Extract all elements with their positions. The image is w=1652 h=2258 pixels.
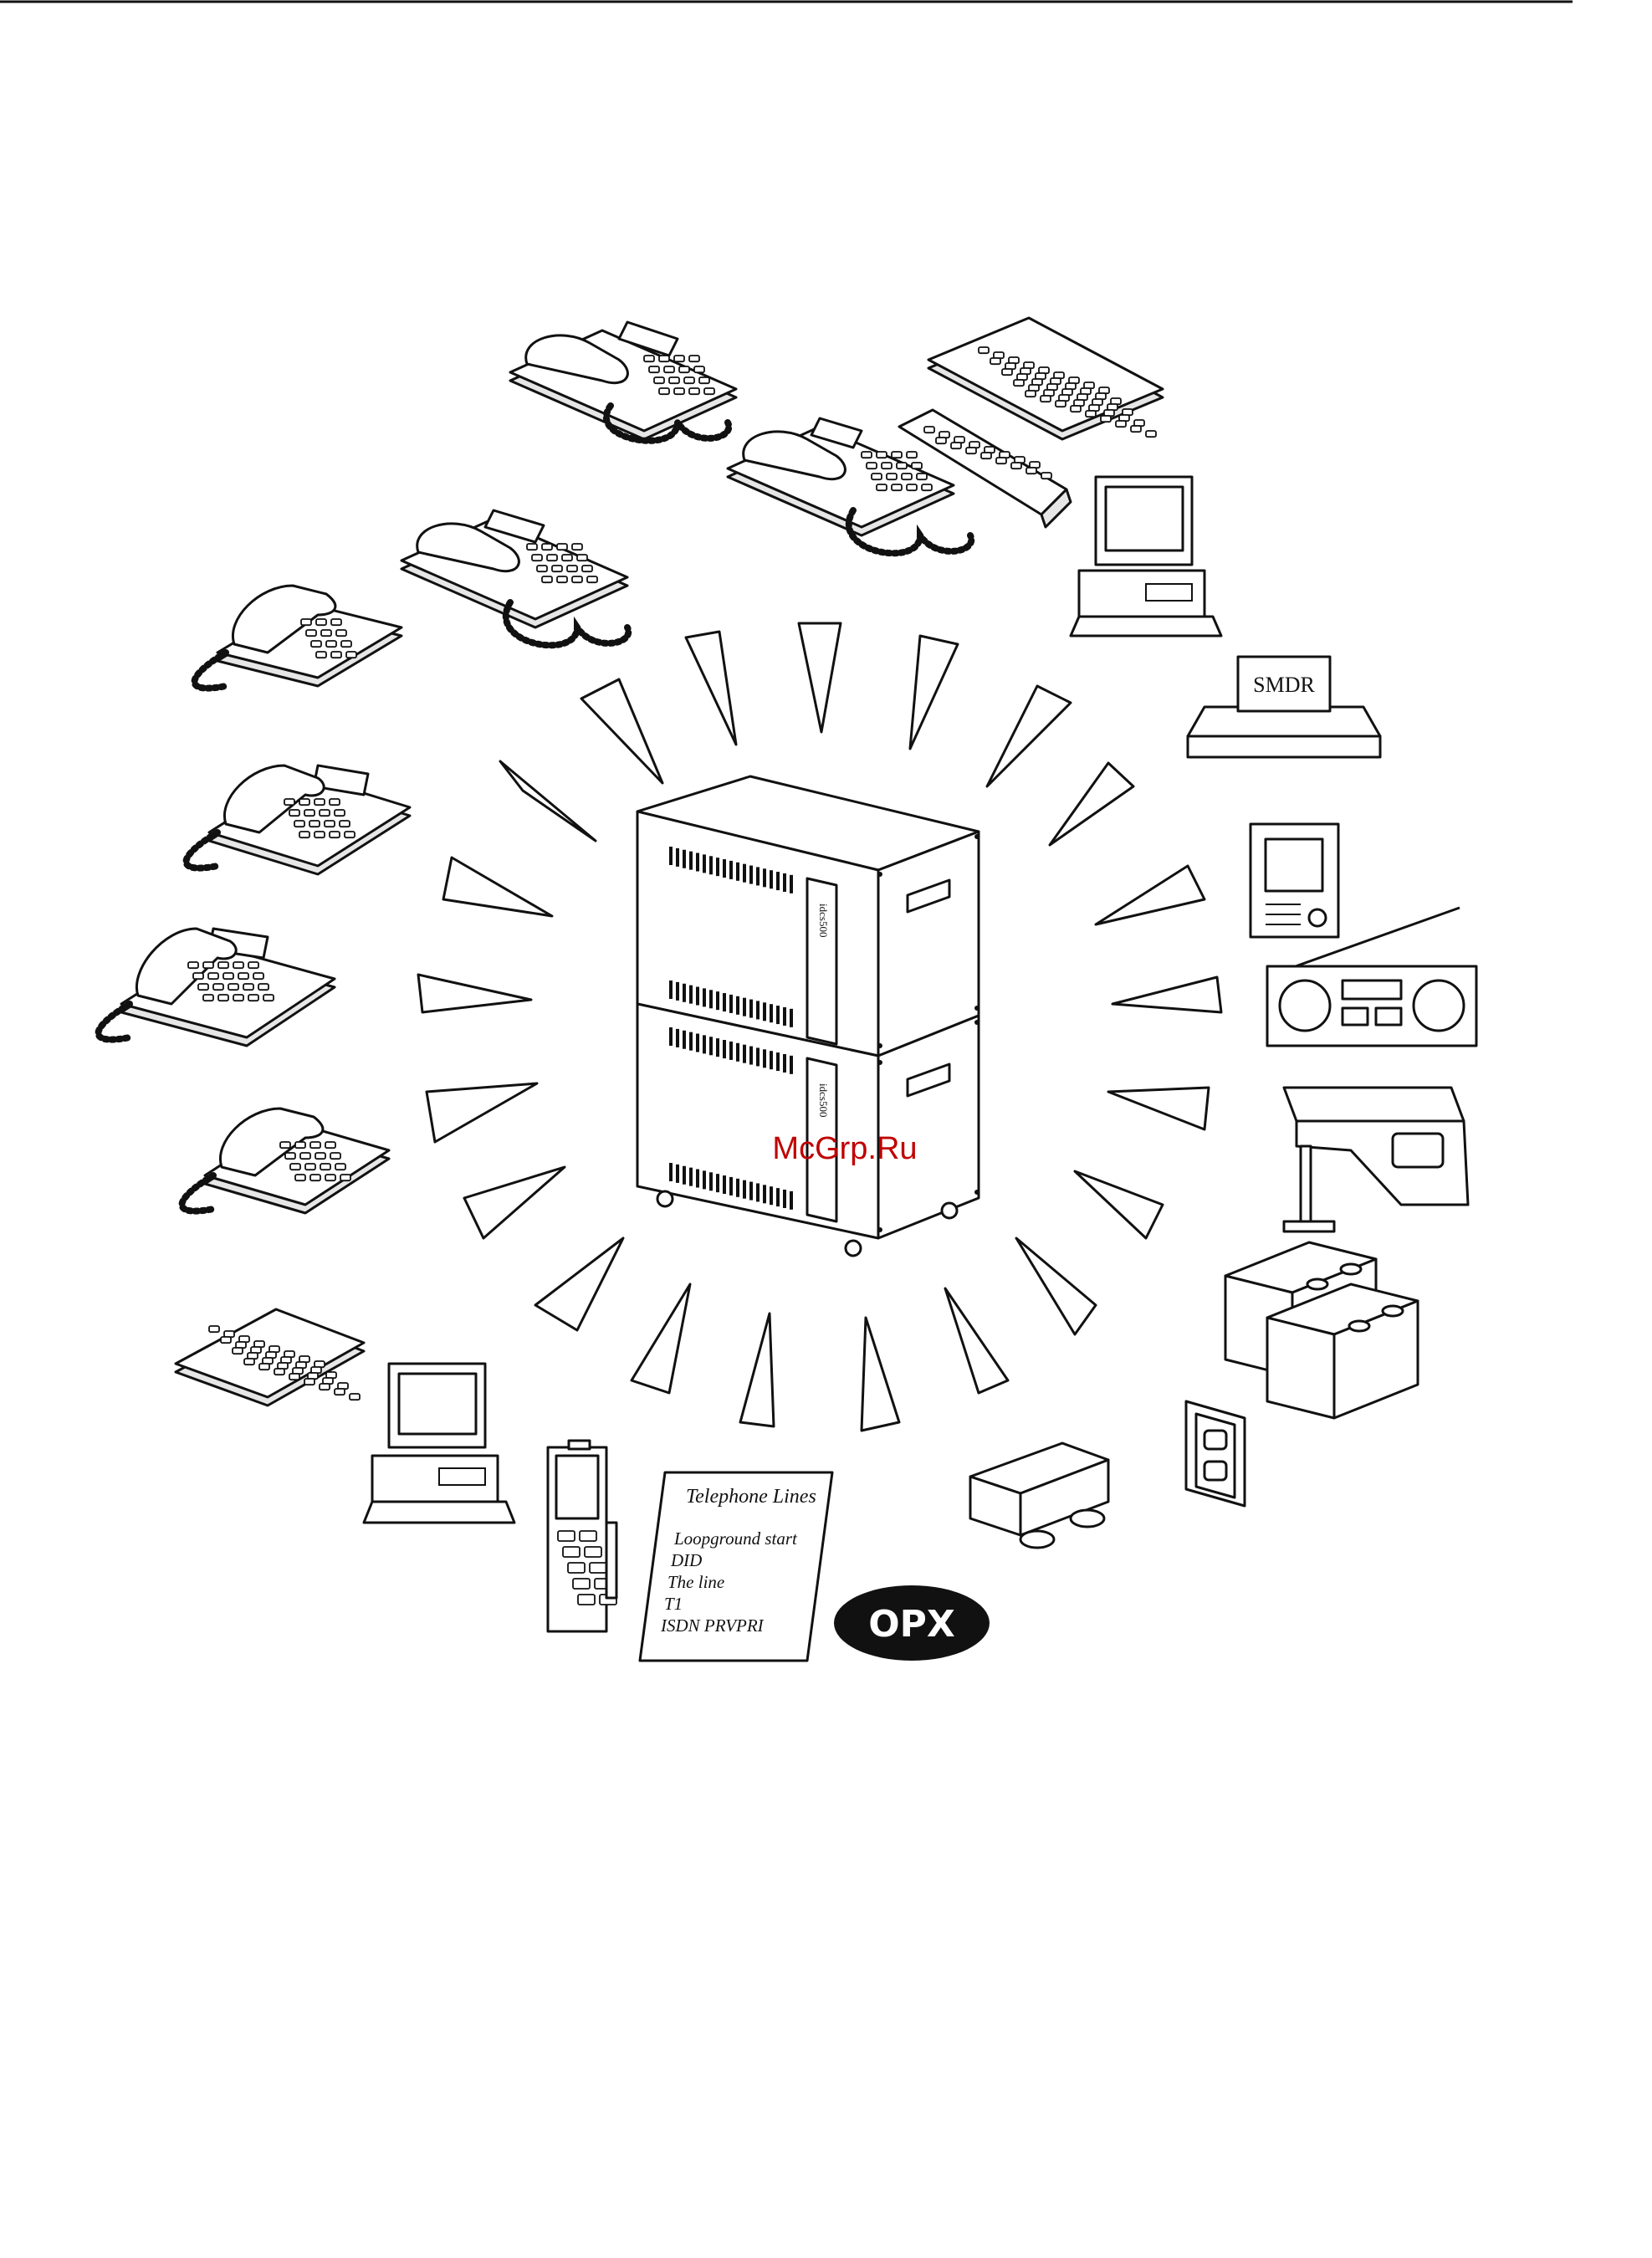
- key-telephone-icon: [195, 586, 402, 689]
- digital-telephone-icon: [187, 765, 411, 874]
- digital-telephone-icon: [401, 510, 628, 645]
- telephone-lines-item: T1: [664, 1594, 683, 1614]
- connection-wedge: [443, 858, 552, 916]
- connection-wedge: [945, 1288, 1008, 1393]
- telephone-lines-item: The line: [667, 1572, 724, 1592]
- dss-console-icon: [176, 1309, 364, 1405]
- smdr-label: SMDR: [1253, 673, 1315, 697]
- connection-wedge: [418, 975, 531, 1012]
- connection-wedge: [1016, 1238, 1096, 1334]
- digital-telephone-icon: [99, 929, 335, 1046]
- telephone-lines-title: Telephone Lines: [686, 1486, 816, 1508]
- connection-wedge: [987, 686, 1071, 786]
- connection-wedge: [1050, 763, 1133, 845]
- connection-wedge: [910, 636, 958, 749]
- opx-badge: OPX: [834, 1585, 990, 1661]
- paging-horn-icon: [1284, 1088, 1468, 1231]
- power-outlet-icon: [1186, 1401, 1245, 1506]
- watermark: McGrp.Ru: [772, 1131, 917, 1166]
- connection-wedge: [535, 1238, 623, 1330]
- cabinet-model-label-upper: idcs500: [817, 904, 830, 937]
- telephone-lines-item: DID: [670, 1550, 702, 1570]
- door-phone-icon: [1251, 824, 1338, 937]
- wireless-handset-icon: [548, 1441, 616, 1631]
- connection-wedge: [1096, 866, 1204, 924]
- computer-icon: [1071, 477, 1221, 636]
- connection-wedge: [427, 1083, 537, 1142]
- telephone-lines-item: Loopground start: [673, 1528, 798, 1549]
- key-telephone-icon: [182, 1109, 390, 1213]
- pbx-cabinet-icon: idcs500 idcs500: [637, 776, 979, 1256]
- smdr-printer-icon: SMDR: [1188, 657, 1380, 757]
- digital-telephone-icon: [510, 322, 736, 441]
- connection-wedge: [632, 1284, 690, 1393]
- dss-console-icon: [928, 318, 1163, 439]
- battery-icon: [1225, 1242, 1418, 1418]
- connection-wedge: [740, 1313, 774, 1426]
- telephone-lines-sheet: Telephone Lines Loopground start DID The…: [640, 1472, 832, 1661]
- connection-wedge: [1075, 1171, 1163, 1238]
- connection-wedge: [862, 1318, 899, 1431]
- connection-wedge: [581, 679, 662, 783]
- connection-wedge: [464, 1167, 565, 1238]
- camera-icon: [970, 1443, 1108, 1548]
- computer-icon: [364, 1364, 514, 1523]
- cabinet-model-label-lower: idcs500: [817, 1083, 830, 1117]
- connection-wedge: [500, 761, 596, 841]
- telephone-lines-item: ISDN PRVPRI: [660, 1615, 765, 1636]
- connection-wedge: [1108, 1088, 1209, 1129]
- connection-wedge: [799, 623, 841, 732]
- connection-wedge: [1112, 977, 1221, 1012]
- opx-label: OPX: [868, 1603, 955, 1646]
- connection-wedge: [686, 632, 736, 745]
